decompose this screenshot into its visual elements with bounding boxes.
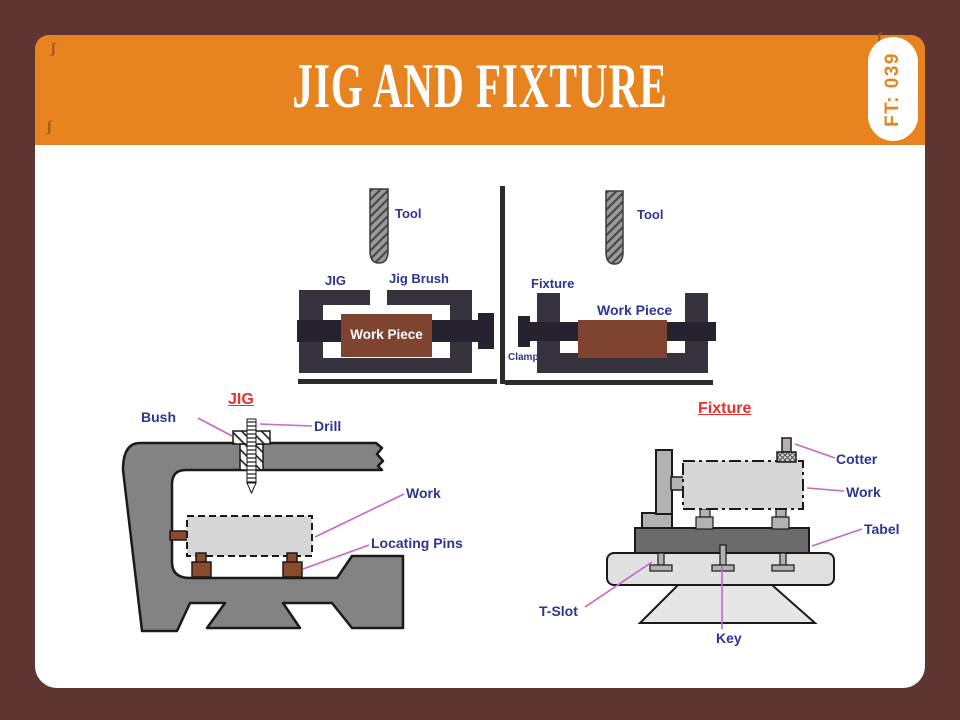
corner-curl: ʃ	[51, 41, 56, 57]
header-band: JIG AND FIXTURE ʃ ʃ ʃ ʃ	[35, 31, 925, 148]
divider-line	[500, 186, 505, 384]
angle-plate	[655, 449, 673, 515]
bottom-right-fixture-drawing	[584, 437, 863, 629]
corner-curl: ʃ	[47, 119, 52, 135]
machine-pedestal	[637, 584, 818, 624]
work-block	[186, 515, 313, 557]
clamp-end-cap	[518, 316, 530, 347]
ground-line	[298, 379, 497, 384]
cotter-block	[776, 451, 797, 463]
work-block	[682, 460, 804, 510]
corner-curl: ʃ	[877, 31, 882, 47]
drill-tool-icon	[369, 188, 389, 264]
drill-tip	[246, 482, 257, 495]
side-stop	[169, 530, 189, 541]
jig-section-title: JIG	[228, 391, 254, 408]
workpiece-label: Work Piece	[597, 302, 673, 318]
drill-label: Drill	[314, 418, 342, 434]
leader-lines	[197, 417, 405, 570]
key-bolt	[719, 544, 727, 566]
t-slot-bolts	[649, 544, 795, 572]
key-label: Key	[716, 630, 742, 646]
ft-number-badge: FT: 039	[868, 37, 918, 141]
workpiece-text: Work Piece	[350, 327, 423, 342]
ground-line	[505, 380, 713, 385]
cotter-label: Cotter	[836, 451, 878, 467]
locating-pins-label: Locating Pins	[371, 535, 463, 551]
jig-brush-label: Jig Brush	[389, 271, 449, 286]
bush-label: Bush	[141, 409, 176, 425]
locating-pin	[282, 561, 303, 578]
workpiece-block	[341, 314, 432, 357]
top-left-jig-schematic	[297, 188, 497, 384]
locating-pin	[191, 561, 212, 578]
work-label: Work	[846, 484, 881, 500]
tool-label: Tool	[395, 206, 422, 221]
work-label: Work	[406, 485, 441, 501]
drill-bit	[246, 418, 257, 484]
clamp-bar-left	[518, 322, 578, 341]
jig-c-frame	[121, 441, 405, 633]
jig-label: JIG	[325, 273, 346, 288]
workpiece-block	[578, 320, 667, 358]
top-right-fixture-schematic	[505, 190, 716, 385]
tool-label: Tool	[637, 207, 664, 222]
clamp-screw-end	[478, 313, 494, 349]
fixture-label: Fixture	[531, 276, 575, 291]
clamp-label: Clamp	[508, 352, 539, 363]
tabel-label: Tabel	[864, 521, 900, 537]
clamp-bar-right	[667, 322, 716, 341]
drill-tool-icon	[605, 190, 624, 265]
fixture-section-title: Fixture	[698, 400, 752, 417]
work-supports	[695, 508, 790, 530]
cotter-pin	[781, 437, 792, 453]
angle-plate-foot	[641, 512, 673, 529]
page-title: JIG AND FIXTURE	[292, 51, 668, 122]
t-slot-label: T-Slot	[539, 603, 578, 619]
leader-lines	[584, 443, 863, 629]
bottom-left-jig-drawing	[121, 417, 405, 633]
